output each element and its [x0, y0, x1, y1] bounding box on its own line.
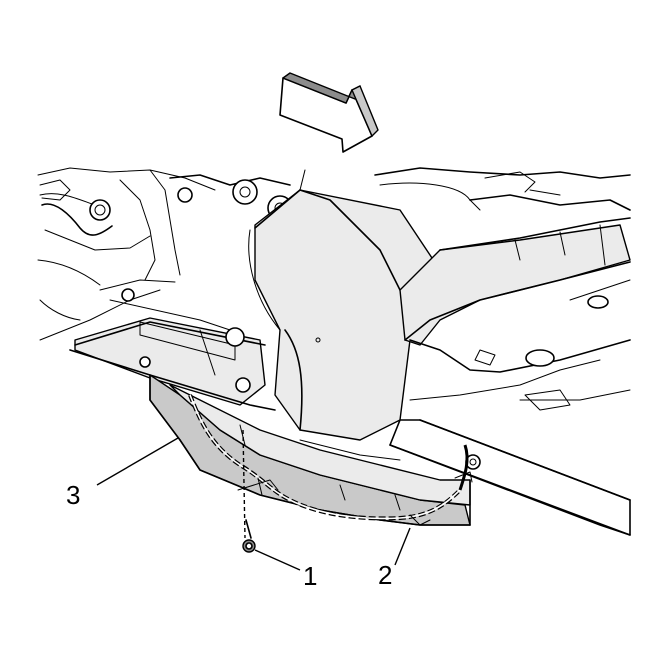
- forward-arrow-icon: [279, 72, 379, 153]
- rear-floor: [374, 167, 631, 411]
- callout-leaders: [96, 437, 411, 571]
- front-cradle: [37, 167, 293, 341]
- wiring-harness: [188, 394, 473, 526]
- tunnel: [248, 169, 441, 441]
- left-frame-rail: [69, 317, 276, 411]
- callout-1-label: 1: [303, 561, 317, 591]
- callout-3-label: 3: [66, 480, 80, 510]
- callout-2-label: 2: [378, 560, 392, 590]
- right-rail: [389, 419, 631, 536]
- fastener: [237, 424, 279, 553]
